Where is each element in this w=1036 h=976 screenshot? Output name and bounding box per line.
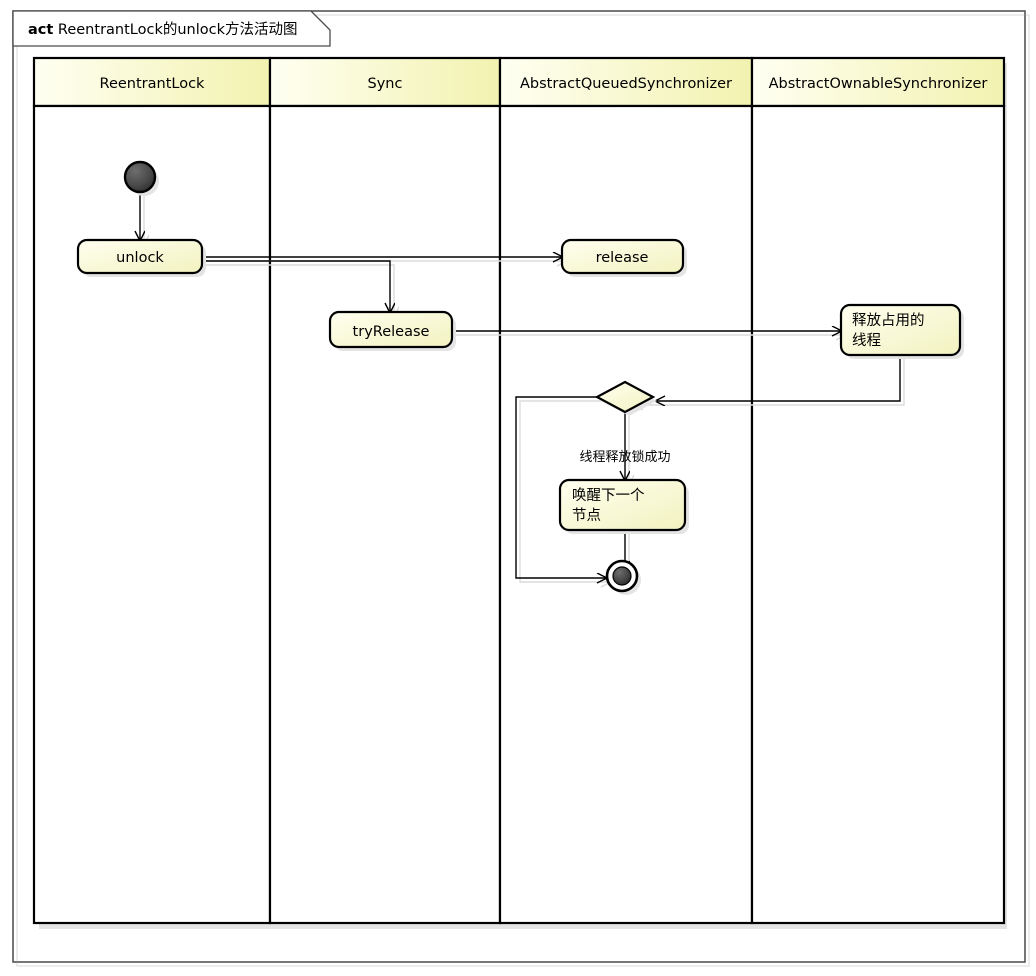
edge-releasethread-decision	[656, 355, 901, 401]
initial-node-circle	[123, 160, 157, 194]
action-node-wake-next[interactable]: 唤醒下一个 节点	[558, 478, 689, 534]
swimlane-label-aqs: AbstractQueuedSynchronizer	[520, 76, 732, 92]
swimlane-label-aos: AbstractOwnableSynchronizer	[769, 76, 988, 92]
final-node[interactable]	[605, 559, 641, 595]
action-node-unlock[interactable]: unlock	[76, 238, 206, 277]
wake-next-label-line1: 唤醒下一个	[572, 487, 645, 504]
swimlane-aos: AbstractOwnableSynchronizer	[750, 56, 1006, 925]
swimlane-label-reentrantlock: ReentrantLock	[100, 76, 206, 92]
swimlane-label-sync: Sync	[368, 76, 403, 92]
action-node-release[interactable]: release	[560, 238, 687, 277]
tryrelease-box	[328, 310, 454, 349]
guard-label-thread-release-success: 线程释放锁成功	[579, 449, 670, 465]
edge-decision-end	[515, 396, 606, 578]
wake-next-label-line2: 节点	[572, 507, 601, 524]
frame-title-text: act ReentrantLock的unlock方法活动图	[28, 21, 298, 38]
edge-unlock-tryrelease	[202, 260, 390, 312]
frame-title-label: ReentrantLock的unlock方法活动图	[58, 21, 298, 38]
decision-node[interactable]	[594, 380, 657, 416]
frame-title-tab	[12, 10, 331, 47]
swimlane-group: ReentrantLock Sync AbstractQueuedSynchro…	[32, 56, 1006, 925]
wake-next-box	[558, 478, 687, 532]
final-node-core	[612, 566, 632, 586]
release-thread-box	[839, 303, 962, 357]
edge-group	[140, 192, 901, 578]
release-box	[560, 238, 685, 275]
unlock-label: unlock	[116, 250, 164, 266]
decision-diamond	[594, 380, 656, 414]
frame-kind-keyword: act	[28, 22, 53, 38]
release-thread-label-line2: 线程	[852, 332, 881, 349]
initial-node[interactable]	[123, 160, 159, 196]
swimlane-sync: Sync	[268, 56, 502, 925]
action-node-release-thread[interactable]: 释放占用的 线程	[839, 303, 964, 359]
release-label: release	[596, 250, 649, 266]
swimlane-aqs: AbstractQueuedSynchronizer	[498, 56, 754, 925]
release-thread-label-line1: 释放占用的	[852, 312, 925, 329]
action-node-tryrelease[interactable]: tryRelease	[328, 310, 456, 351]
tryrelease-label: tryRelease	[353, 324, 430, 340]
unlock-box	[76, 238, 204, 275]
